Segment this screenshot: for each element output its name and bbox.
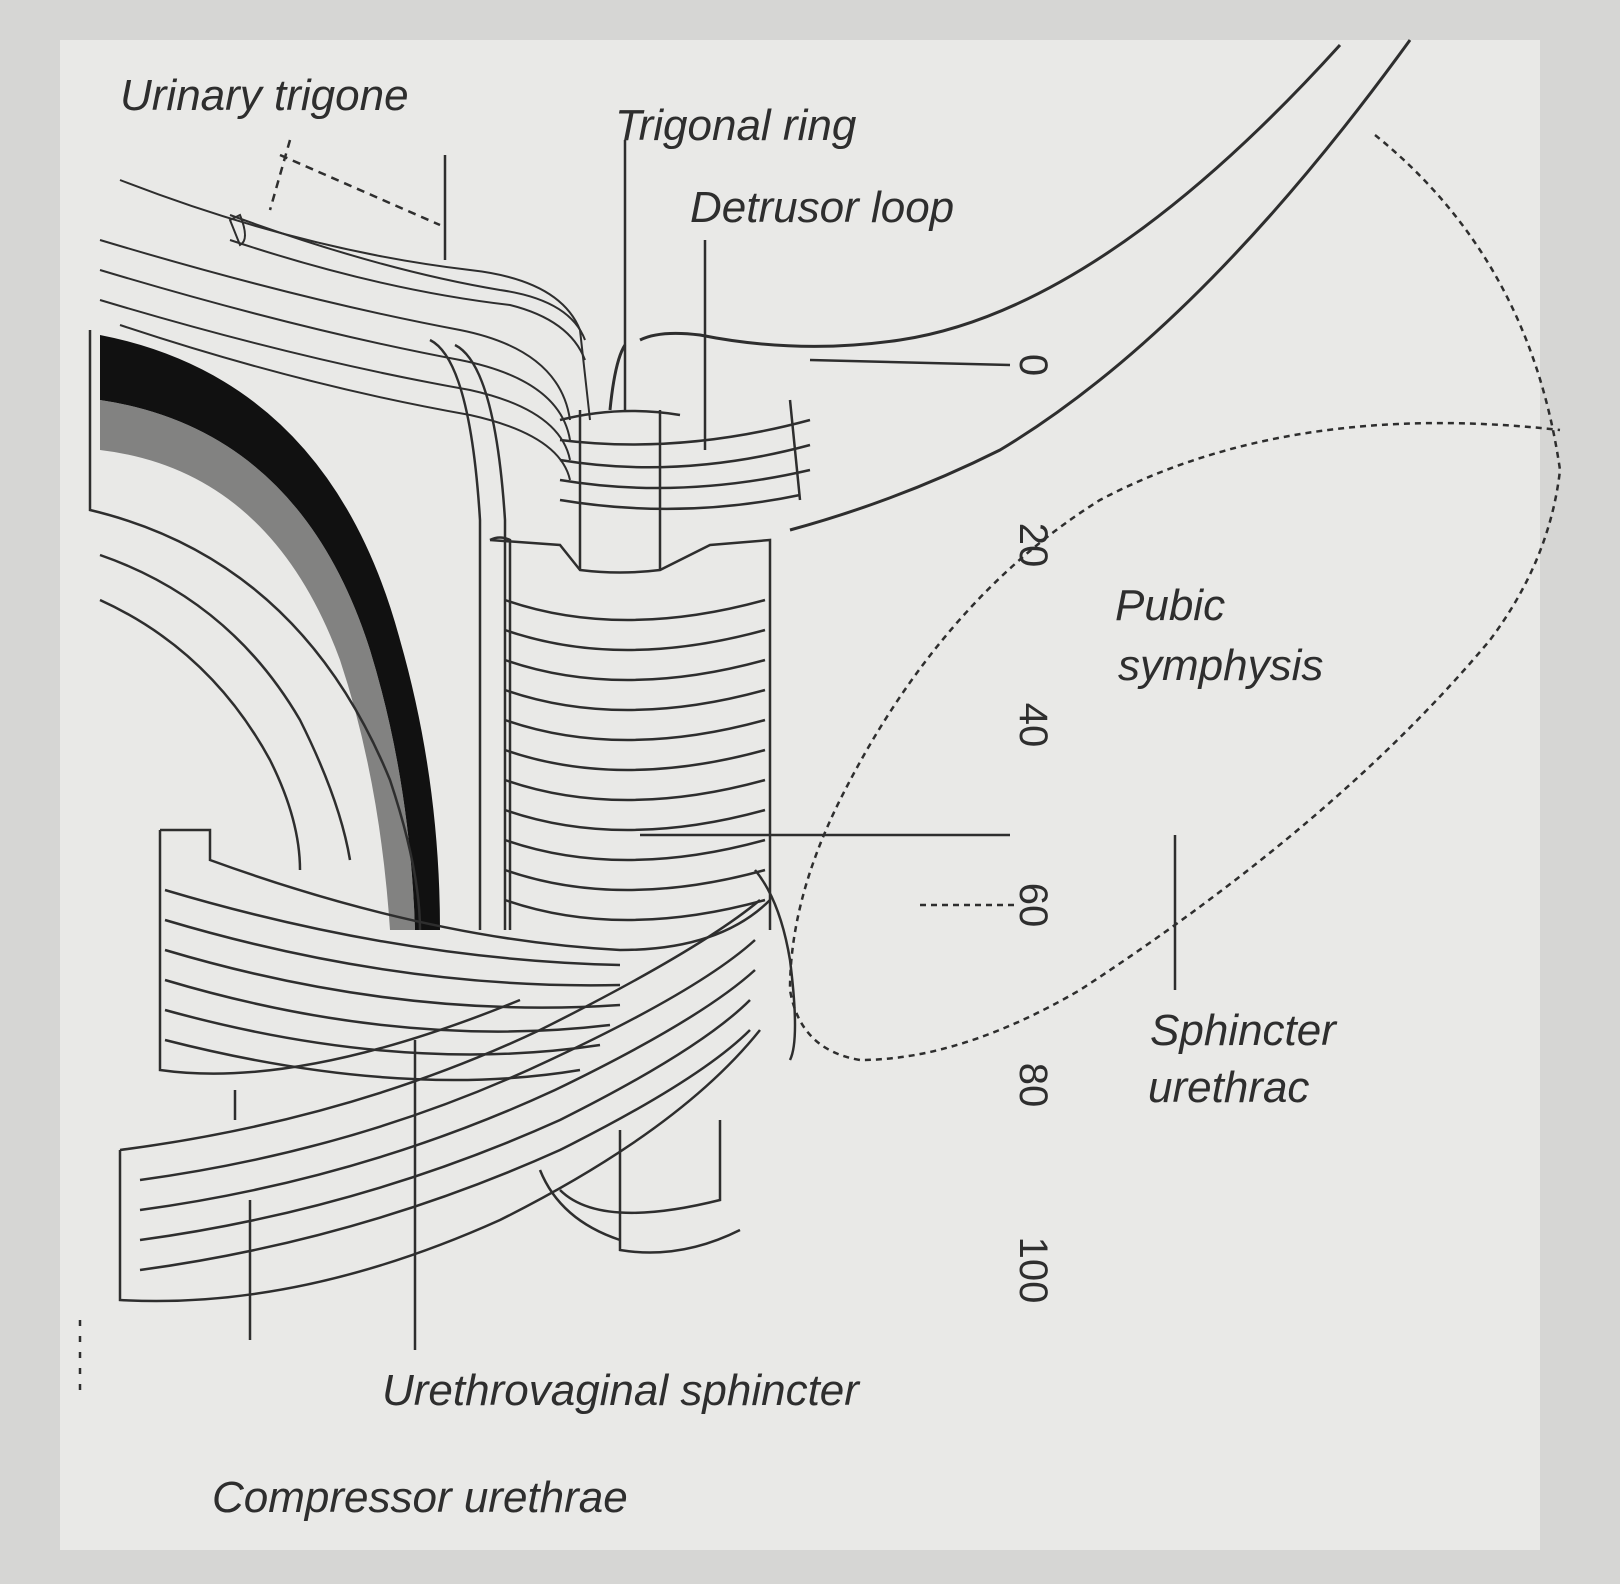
vaginal-wall-lines (88, 330, 507, 931)
leader-lines (78, 139, 1177, 1400)
scale-tick-20: 20 (1011, 523, 1055, 568)
sphincter-urethrae-cylinder (489, 536, 797, 1254)
leader-urinary-trigone-2 (279, 153, 441, 227)
figure-paper (60, 40, 1540, 1550)
compressor-urethrae-band (118, 828, 771, 1303)
label-compressor-urethrae: Compressor urethrae (212, 1473, 628, 1522)
label-sphincter: Sphincter (1150, 1006, 1338, 1055)
trigone-fibers (99, 179, 591, 481)
scale-tick-40: 40 (1011, 703, 1055, 748)
label-urethrovaginal-sphincter: Urethrovaginal sphincter (382, 1366, 861, 1415)
scale-tick-80: 80 (1011, 1063, 1055, 1108)
label-urethrac: urethrac (1148, 1063, 1309, 1112)
leader-urinary-trigone (268, 139, 292, 211)
scale-tick-0: 0 (1011, 354, 1055, 376)
scale-tick-100: 100 (1011, 1237, 1055, 1304)
label-trigonal-ring: Trigonal ring (615, 101, 857, 150)
label-urinary-trigone: Urinary trigone (120, 71, 409, 120)
label-pubic: Pubic (1115, 581, 1225, 630)
bladder-wall (608, 39, 1412, 532)
pubic-symphysis-shape (788, 134, 1562, 1062)
vaginal-wall-shading (100, 335, 440, 930)
label-symphysis: symphysis (1118, 641, 1323, 690)
label-detrusor-loop: Detrusor loop (690, 183, 954, 232)
leader-zero (809, 358, 1011, 367)
depth-scale: 0 20 40 60 80 100 (1011, 354, 1055, 1304)
detrusor-loop (559, 399, 811, 570)
scale-tick-60: 60 (1011, 883, 1055, 928)
